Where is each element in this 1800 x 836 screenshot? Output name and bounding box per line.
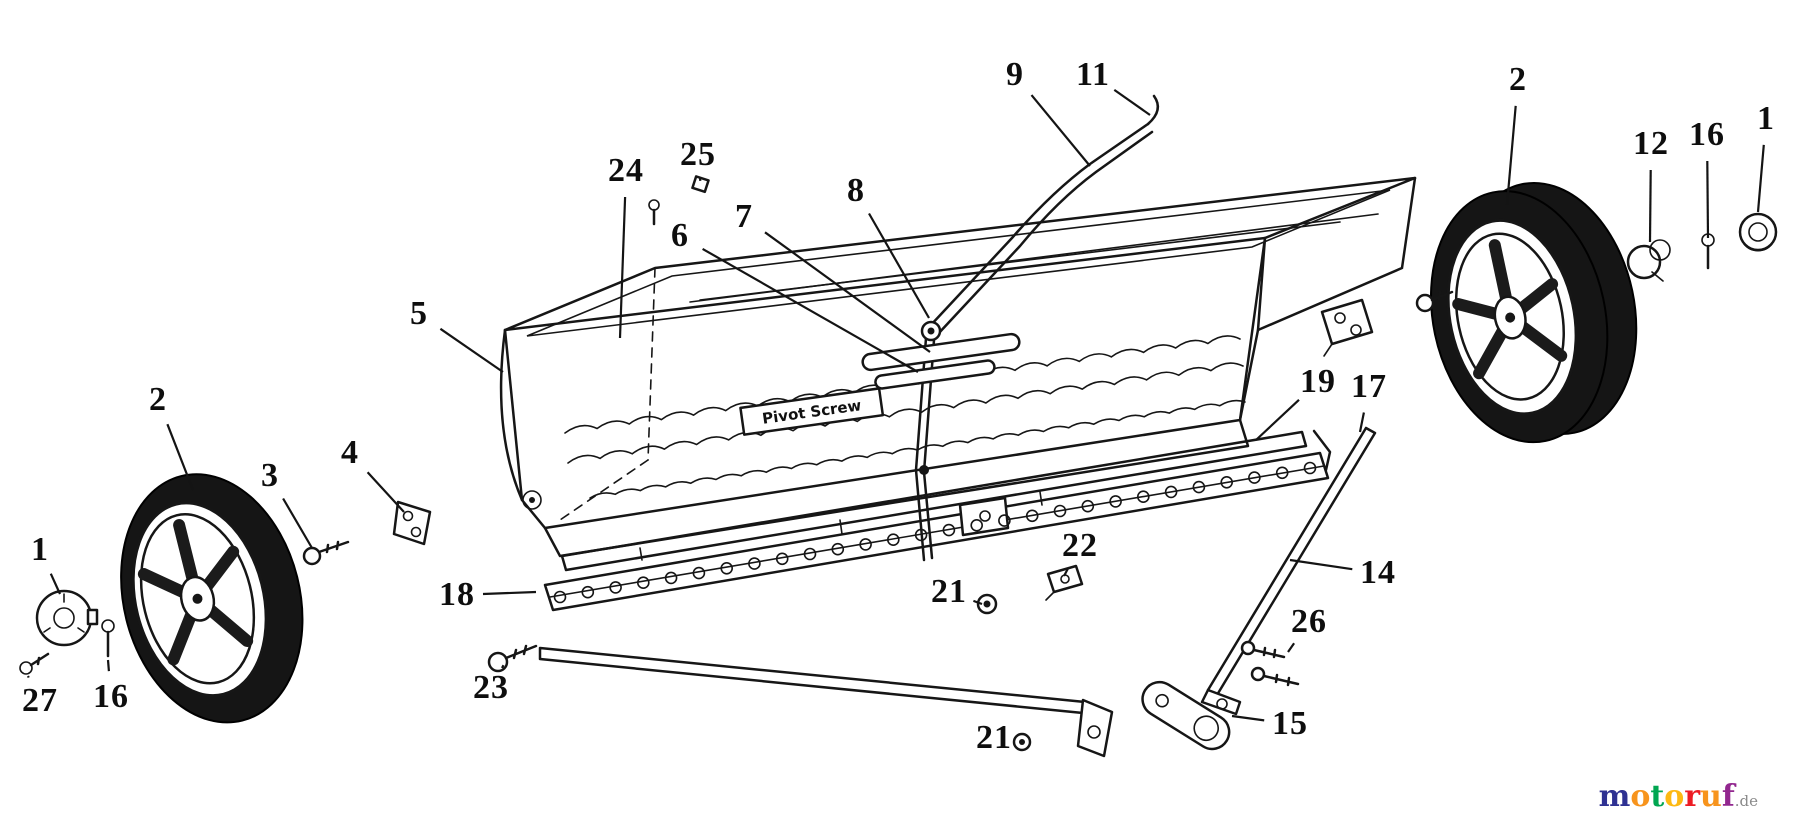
logo-letter: o (1630, 779, 1651, 814)
plate-hole (1025, 509, 1039, 523)
leader-line (366, 471, 405, 513)
logo-letter: m (1598, 779, 1631, 814)
plate-hole (1053, 504, 1067, 518)
leader-line (439, 327, 504, 373)
plate-hole (1081, 499, 1095, 513)
right-wheel (1430, 181, 1638, 444)
hopper-body (499, 176, 1417, 558)
frame-bars (538, 298, 1377, 758)
wave-row (567, 362, 1244, 464)
leader-lines (26, 89, 1765, 743)
leader-line (868, 212, 930, 319)
leader-line (1358, 412, 1365, 433)
leader-line (1063, 568, 1069, 577)
plate-hole (1109, 495, 1122, 508)
plate-hole (636, 576, 650, 590)
plate-hole (775, 552, 789, 566)
leader-line (1756, 144, 1765, 213)
logo-letter: t (1650, 779, 1665, 814)
logo-letter: o (1664, 779, 1685, 814)
leader-line (26, 675, 30, 679)
motoruf-logo-text: motoruf (1599, 779, 1735, 814)
motoruf-domain-suffix: .de (1734, 792, 1758, 810)
leader-line (1289, 558, 1353, 571)
leader-line (1505, 105, 1517, 206)
hardware-center (487, 564, 1300, 752)
motoruf-watermark: motoruf.de (1599, 782, 1758, 812)
plate-hole (1248, 471, 1261, 484)
plate-hole (1303, 461, 1317, 475)
pivot-screw-plate: Pivot Screw (739, 387, 885, 436)
plate-hole (1137, 490, 1150, 504)
leader-line (49, 573, 62, 595)
plate-hole (1275, 466, 1289, 480)
leader-line (618, 196, 627, 339)
leader-line (1648, 169, 1652, 243)
plate-hole (886, 533, 900, 547)
leader-line (1706, 160, 1710, 239)
plate-hole (609, 581, 622, 594)
plate-hole (581, 585, 595, 599)
spreader-plate-holes (553, 461, 1317, 604)
leader-line (166, 423, 195, 491)
leader-line (702, 247, 919, 373)
handle-rod-assembly (648, 94, 1160, 562)
plate-hole (553, 590, 567, 604)
plate-hole (998, 514, 1011, 527)
plate-hole (942, 523, 956, 537)
leader-line (973, 599, 983, 606)
leader-line (1287, 642, 1296, 653)
leader-line (1030, 94, 1091, 167)
plate-hole (692, 566, 706, 580)
plate-hole (664, 571, 678, 585)
right-wheel-hardware (1415, 212, 1778, 313)
logo-letter: f (1721, 779, 1735, 814)
plate-hole (859, 538, 872, 551)
leader-line (1113, 89, 1151, 116)
plate-hole (720, 561, 734, 575)
left-wheel (120, 473, 304, 724)
plate-hole (1192, 480, 1206, 494)
plate-hole (1220, 475, 1233, 489)
plate-hole (748, 557, 761, 570)
logo-letter: u (1700, 779, 1722, 814)
plate-hole (803, 547, 817, 561)
leader-line (482, 590, 537, 596)
leader-line (1231, 714, 1265, 722)
leader-line (282, 497, 313, 549)
leader-line (106, 659, 110, 672)
leader-line (1255, 398, 1300, 441)
leader-line (764, 231, 931, 353)
plate-hole (970, 518, 984, 532)
plate-hole (1164, 485, 1178, 499)
leader-line (501, 664, 505, 669)
plate-hole (831, 542, 845, 556)
logo-letter: r (1684, 779, 1701, 814)
spreader-plates (543, 429, 1332, 612)
